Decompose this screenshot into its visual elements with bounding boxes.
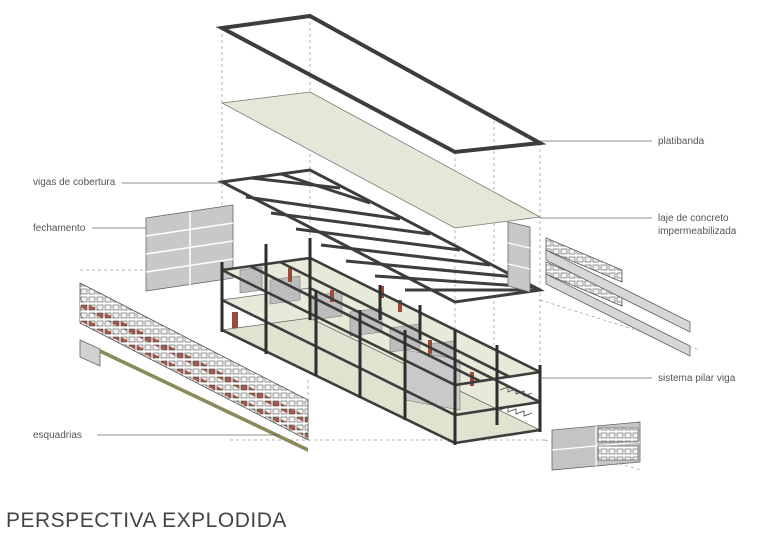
label-vigas-de-cobertura: vigas de cobertura — [33, 177, 116, 188]
right-enclosure-panels — [507, 221, 531, 293]
label-esquadrias: esquadrias — [33, 430, 82, 441]
leader-lines — [92, 140, 652, 436]
left-enclosure-panels — [145, 204, 234, 292]
roof-beams-grid — [217, 168, 545, 304]
parapet-frame — [215, 13, 547, 155]
diagram-title: PERSPECTIVA EXPLODIDA — [6, 509, 287, 532]
label-platibanda: platibanda — [658, 136, 705, 147]
bottom-right-panel — [551, 421, 641, 471]
main-structure — [220, 238, 542, 445]
window-facade — [79, 282, 309, 452]
label-sistema-pilar-viga: sistema pilar viga — [658, 373, 736, 384]
label-fechamento: fechamento — [33, 223, 86, 234]
stair — [499, 386, 533, 417]
label-laje-line2: impermeabilizada — [658, 226, 737, 237]
label-laje-line1: laje de concreto — [658, 213, 729, 224]
roof-slab — [220, 91, 542, 229]
right-window-strips — [545, 237, 691, 357]
